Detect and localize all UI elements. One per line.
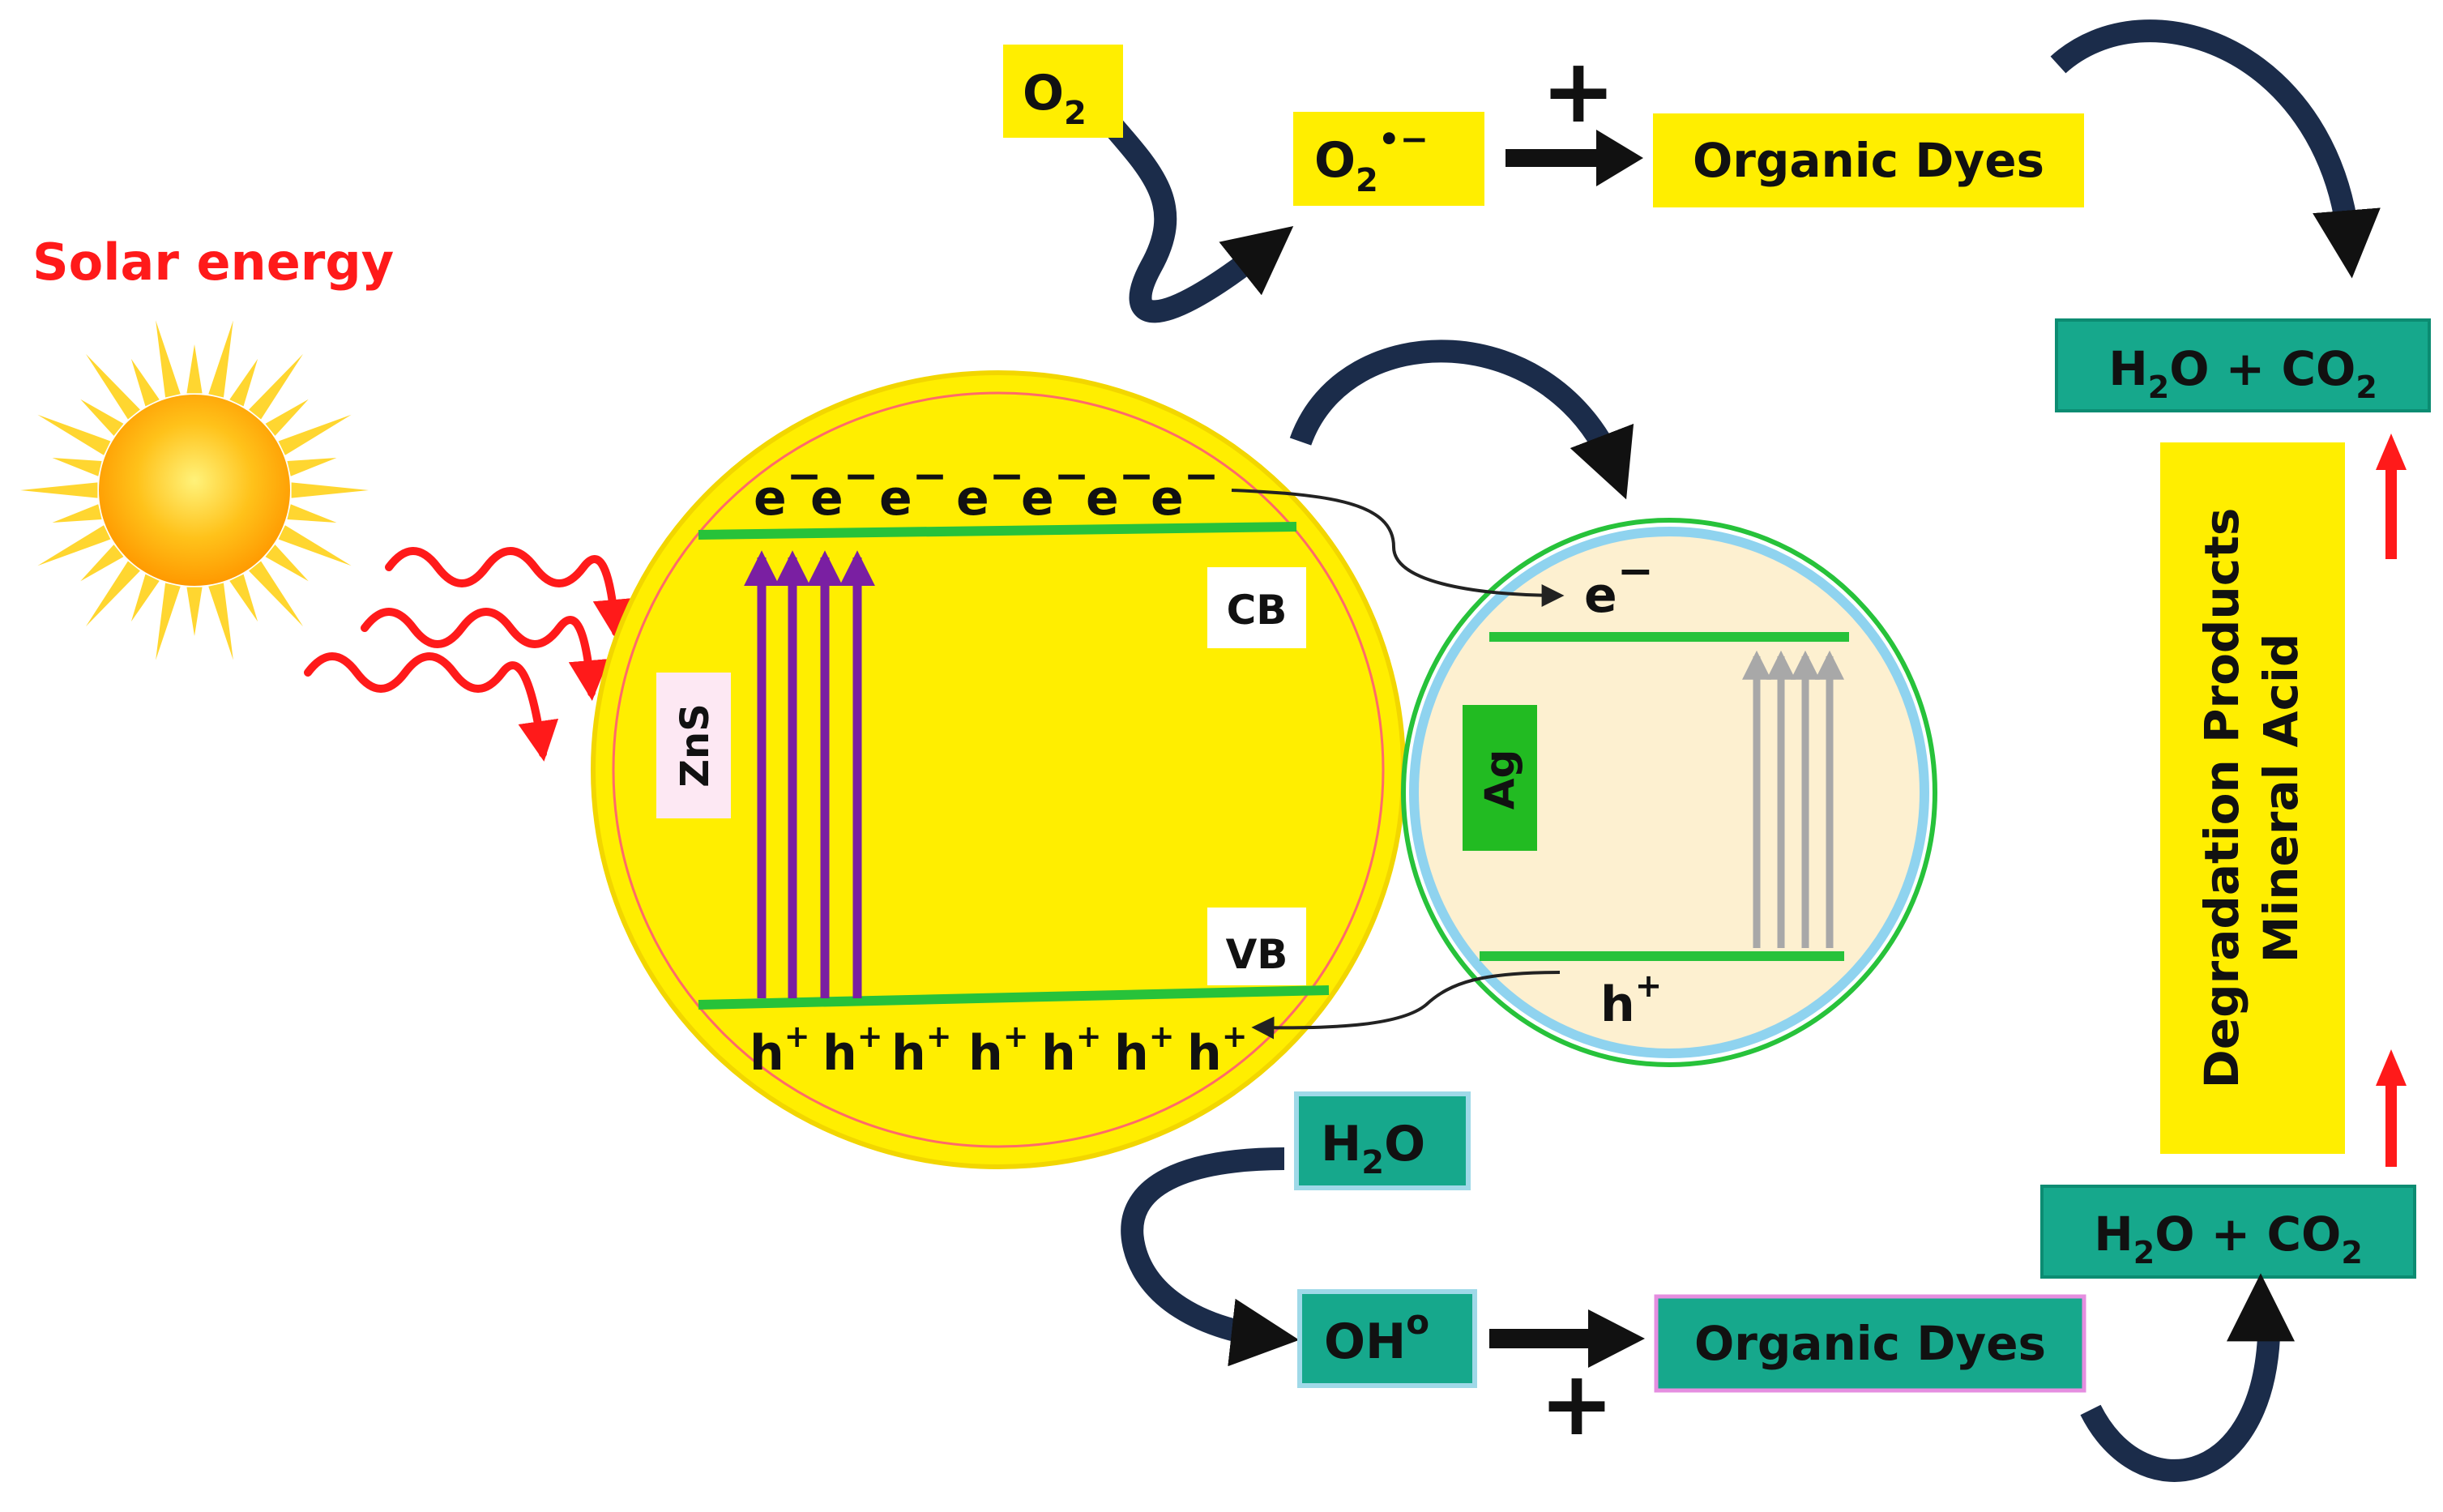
zns-holes: h+h+h+h+h+h+h+ xyxy=(750,1019,1248,1082)
sun-ray xyxy=(278,414,352,455)
hydroxyl-box xyxy=(1297,1289,1477,1388)
electron: e− xyxy=(1086,452,1154,527)
sun-ray xyxy=(229,358,258,407)
hole: h+ xyxy=(968,1019,1029,1082)
ag-label-box xyxy=(1463,705,1537,851)
solar-energy-label: Solar energy xyxy=(32,233,394,292)
curved-arrow-icon xyxy=(2050,19,2381,279)
superoxide-box xyxy=(1293,112,1484,206)
ag-electron: e− xyxy=(1584,545,1654,624)
cb-label: CB xyxy=(1227,587,1288,634)
electron: e− xyxy=(956,452,1024,527)
sun-ray xyxy=(278,525,352,566)
sun-ray xyxy=(80,399,124,436)
sun-ray xyxy=(85,561,140,627)
sun-ray xyxy=(287,457,337,476)
sun-ray xyxy=(249,353,304,420)
hole-transfer-arrow xyxy=(1251,971,1561,1040)
zns-label: ZnS xyxy=(673,703,718,788)
sun-ray xyxy=(265,545,309,582)
sun-ray xyxy=(186,587,203,636)
zns-label-box xyxy=(656,673,731,818)
superoxide-label: O2•− xyxy=(1314,119,1429,199)
red-up-arrows xyxy=(2376,434,2407,1167)
electron: e− xyxy=(1021,452,1089,527)
organic-dyes-bottom-box xyxy=(1654,1294,2086,1393)
electron-transfer-arrow xyxy=(1231,489,1565,607)
zns-conduction-band xyxy=(698,522,1297,540)
sun-ray xyxy=(20,482,98,498)
sun-ray xyxy=(265,399,309,436)
sun-ray xyxy=(156,583,181,660)
mineral-acid-label: Mineral Acid xyxy=(2253,634,2308,963)
sun-ray xyxy=(85,353,140,420)
hole: h+ xyxy=(822,1019,883,1082)
ag-label: Ag xyxy=(1476,750,1523,810)
reaction-arrow-bottom xyxy=(1489,1309,1645,1368)
electron: e− xyxy=(754,452,822,527)
hole: h+ xyxy=(891,1019,952,1082)
sun-ray xyxy=(208,320,233,398)
sun-ray xyxy=(130,358,160,407)
sun-ray xyxy=(80,545,124,582)
sun-ray xyxy=(287,504,337,523)
curved-arrow-icon xyxy=(2080,1273,2296,1482)
sun-icon xyxy=(20,320,369,660)
sun-ray xyxy=(208,583,233,660)
ag-excitation-arrows xyxy=(1742,650,1844,948)
sun-ray xyxy=(130,574,160,622)
plus-icon: + xyxy=(1541,39,1616,143)
products-top-label: H2O + CO2 xyxy=(2108,341,2377,405)
products-top-box xyxy=(2055,318,2431,412)
vb-label: VB xyxy=(1226,931,1288,978)
sun-ray xyxy=(52,457,102,476)
electron: e− xyxy=(1151,452,1219,527)
sun-ray xyxy=(37,414,111,455)
curved-arrow-icon xyxy=(1121,1147,1300,1367)
curved-arrow-icon xyxy=(1093,105,1294,323)
h2o-label: H2O xyxy=(1321,1116,1425,1181)
o2-label: O2 xyxy=(1023,65,1087,132)
organic-dyes-top-box xyxy=(1653,113,2084,207)
hole: h+ xyxy=(1041,1019,1102,1082)
sun-ray xyxy=(52,504,102,523)
products-bottom-label: H2O + CO2 xyxy=(2094,1207,2363,1271)
hole: h+ xyxy=(750,1019,810,1082)
sun-ray xyxy=(291,482,369,498)
sun-ray xyxy=(229,574,258,622)
organic-dyes-top-label: Organic Dyes xyxy=(1693,133,2044,188)
electron: e− xyxy=(879,452,947,527)
ag-hole: h+ xyxy=(1600,967,1662,1033)
sun-ray xyxy=(37,525,111,566)
hole: h+ xyxy=(1114,1019,1175,1082)
degradation-products-label: Degradation Products xyxy=(2194,508,2249,1089)
vb-label-box xyxy=(1207,908,1306,985)
electron: e− xyxy=(810,452,878,527)
sun-ray xyxy=(249,561,304,627)
o2-box xyxy=(1003,45,1123,138)
excitation-arrows xyxy=(744,550,875,998)
products-bottom-box xyxy=(2040,1185,2416,1279)
sun-ray xyxy=(186,344,203,394)
zns-electrons: e−e−e−e−e−e−e− xyxy=(754,452,1219,527)
reaction-arrow-top xyxy=(1506,130,1643,186)
degradation-products-box xyxy=(2160,442,2345,1154)
plus-icon: + xyxy=(1540,1352,1614,1455)
zns-valence-band xyxy=(698,985,1330,1010)
h2o-box xyxy=(1294,1091,1471,1190)
hydroxyl-label: OHo xyxy=(1324,1302,1429,1370)
organic-dyes-bottom-label: Organic Dyes xyxy=(1694,1316,2046,1371)
curved-arrow-icon xyxy=(1289,340,1634,500)
wavy-arrow-icon xyxy=(304,547,634,762)
hole: h+ xyxy=(1187,1019,1248,1082)
sun-ray xyxy=(156,320,181,398)
cb-label-box xyxy=(1207,567,1306,648)
